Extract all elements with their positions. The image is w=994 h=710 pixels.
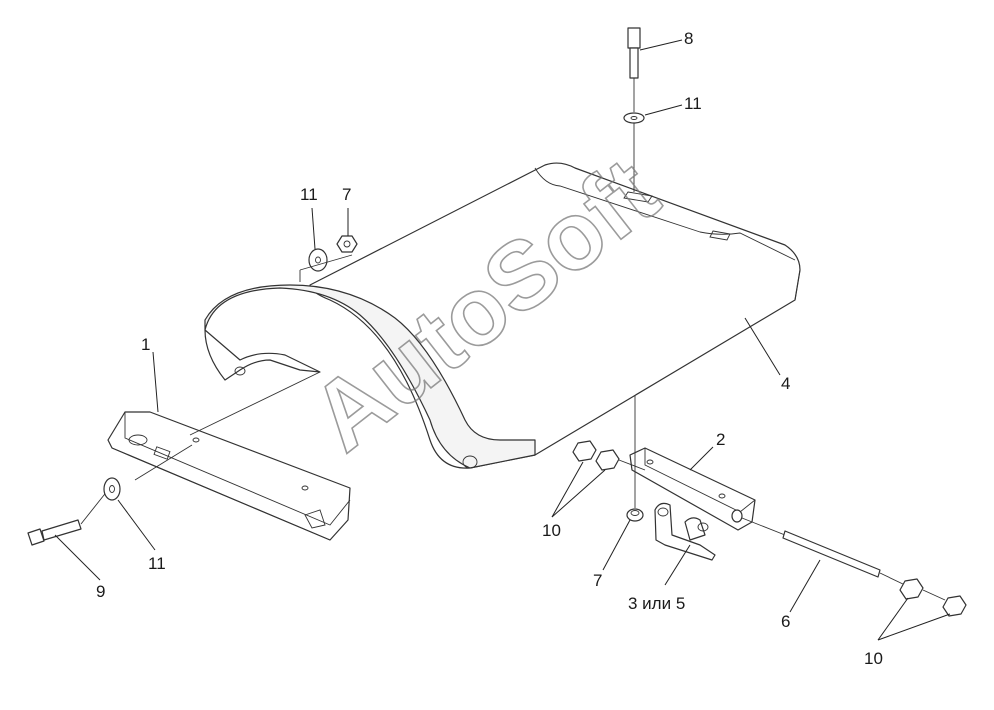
part-1-bracket (107, 411, 351, 541)
callout-3-or-5: 3 или 5 (628, 594, 685, 613)
part-11-washer-top (623, 112, 645, 192)
part-4-cover-plate (204, 162, 801, 469)
callout-9: 9 (96, 582, 105, 601)
part-7-nut-upper (336, 235, 358, 253)
callout-11-lower: 11 (148, 554, 166, 573)
callout-4: 4 (781, 374, 790, 393)
callout-labels: 1 2 3 или 5 4 6 7 7 8 9 10 10 11 11 11 (96, 29, 883, 668)
callout-2: 2 (716, 430, 725, 449)
callout-11-upper: 11 (300, 185, 318, 204)
part-3-5-hinge (654, 502, 716, 561)
callout-7-lower: 7 (593, 571, 602, 590)
part-11-washer-upper (308, 248, 328, 272)
callout-11-top: 11 (684, 94, 702, 113)
part-9-bolt (27, 489, 109, 546)
part-10-nuts-right (899, 578, 967, 617)
callout-10-left: 10 (542, 521, 561, 540)
callout-1: 1 (141, 335, 150, 354)
part-6-pin (741, 517, 906, 586)
part-11-washer-lower (103, 477, 121, 501)
part-8-bolt (627, 27, 641, 112)
callout-8: 8 (684, 29, 693, 48)
part-10-nuts-left (572, 440, 646, 471)
callout-10-right: 10 (864, 649, 883, 668)
callout-6: 6 (781, 612, 790, 631)
leader-lines (54, 39, 951, 641)
part-7-nut-lower (626, 395, 644, 522)
callout-7-upper: 7 (342, 185, 351, 204)
